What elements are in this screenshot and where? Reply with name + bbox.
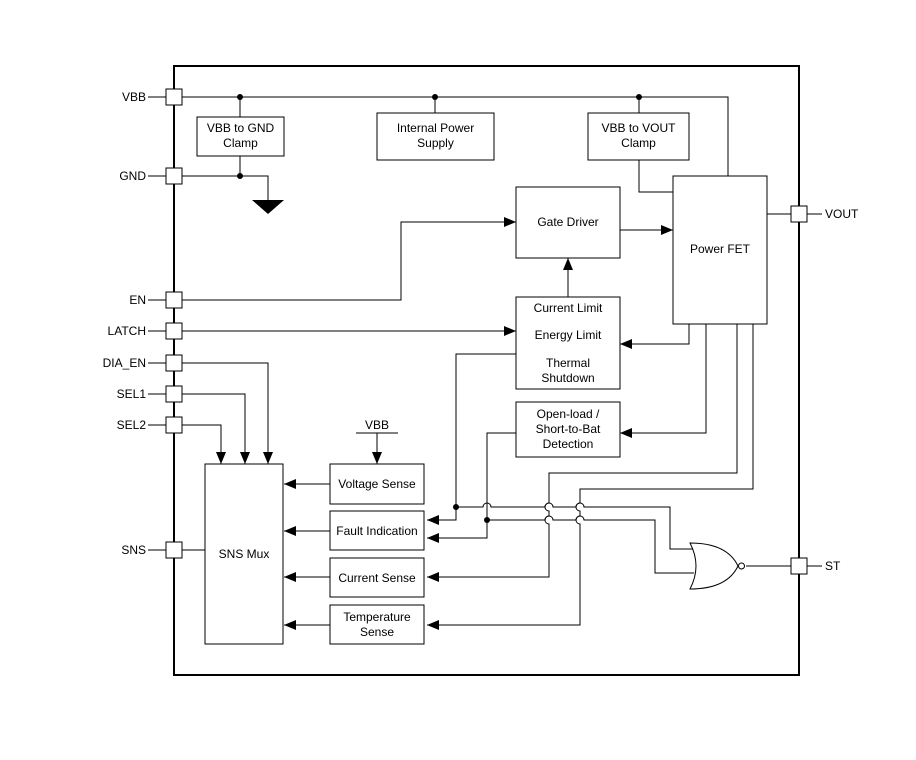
wire-fet-protection — [620, 324, 690, 349]
pin-sel1-label: SEL1 — [117, 387, 147, 401]
junctions — [237, 94, 642, 523]
fault-indication-block: Fault Indication — [329, 510, 425, 551]
pin-en-label: EN — [129, 293, 146, 307]
wire-openload-fault — [427, 432, 516, 543]
wire-sel2 — [182, 424, 226, 464]
junction-dot-icon — [237, 94, 243, 100]
internal-power-supply-line1: Internal Power — [397, 121, 474, 135]
vbb-gnd-clamp-block: VBB to GND Clamp — [196, 116, 285, 157]
internal-power-supply-line2: Supply — [417, 136, 454, 150]
vbb-reference-label: VBB — [365, 418, 389, 432]
open-load-line2: Short-to-Bat — [536, 422, 601, 436]
fault-indication-label: Fault Indication — [336, 524, 417, 538]
pin-dia-en: DIA_EN — [103, 354, 183, 372]
wire-en-gate-driver — [182, 217, 516, 301]
protection-block: Current Limit Energy Limit Thermal Shutd… — [515, 296, 621, 390]
pin-latch: LATCH — [108, 322, 183, 340]
wire-fault-nor-b — [487, 515, 694, 574]
temperature-sense-line1: Temperature — [343, 610, 411, 624]
sns-mux-label: SNS Mux — [219, 547, 270, 561]
junction-dot-icon — [453, 504, 459, 510]
power-fet-block: Power FET — [672, 175, 768, 325]
pin-en: EN — [129, 291, 183, 309]
vbb-gnd-clamp-line1: VBB to GND — [207, 121, 275, 135]
gate-driver-label: Gate Driver — [537, 215, 598, 229]
pin-st: ST — [790, 557, 841, 575]
wire-gnd — [182, 175, 269, 200]
pin-sel2-label: SEL2 — [117, 418, 147, 432]
vbb-rail — [182, 96, 729, 176]
junction-dot-icon — [432, 94, 438, 100]
pin-sel2: SEL2 — [117, 416, 183, 434]
pin-vout: VOUT — [790, 205, 859, 223]
vbb-vout-clamp-block: VBB to VOUT Clamp — [587, 112, 690, 161]
energy-limit-label: Energy Limit — [535, 328, 602, 342]
voltage-sense-block: Voltage Sense — [329, 463, 425, 505]
wires — [182, 96, 791, 630]
temperature-sense-block: Temperature Sense — [329, 604, 425, 645]
gate-driver-block: Gate Driver — [515, 186, 621, 259]
wire-protection-fault — [427, 353, 516, 525]
current-sense-label: Current Sense — [338, 571, 416, 585]
pin-latch-label: LATCH — [108, 324, 146, 338]
current-limit-label: Current Limit — [534, 301, 603, 315]
vbb-gnd-clamp-line2: Clamp — [223, 136, 258, 150]
current-sense-block: Current Sense — [329, 557, 425, 598]
junction-dot-icon — [237, 173, 243, 179]
junction-dot-icon — [484, 517, 490, 523]
sns-mux-block: SNS Mux — [204, 463, 284, 645]
pin-dia-en-label: DIA_EN — [103, 356, 146, 370]
pin-sel1: SEL1 — [117, 385, 183, 403]
pin-st-label: ST — [825, 559, 841, 573]
vbb-vout-clamp-line1: VBB to VOUT — [601, 121, 676, 135]
pin-gnd-label: GND — [119, 169, 146, 183]
pin-sns: SNS — [121, 541, 183, 559]
temperature-sense-line2: Sense — [360, 625, 394, 639]
pin-vbb: VBB — [122, 88, 183, 106]
wire-sel1 — [182, 393, 250, 464]
thermal-shutdown-line2: Shutdown — [541, 371, 594, 385]
vbb-vout-clamp-line2: Clamp — [621, 136, 656, 150]
nor-gate-icon — [689, 542, 745, 590]
internal-power-supply-block: Internal Power Supply — [376, 112, 495, 161]
wire-clamp-fet — [638, 160, 673, 193]
wire-fet-openload — [620, 324, 707, 438]
pin-sns-label: SNS — [121, 543, 146, 557]
open-load-line1: Open-load / — [537, 407, 600, 421]
open-load-block: Open-load / Short-to-Bat Detection — [515, 401, 621, 458]
pin-gnd: GND — [119, 167, 183, 185]
pin-vbb-label: VBB — [122, 90, 146, 104]
open-load-line3: Detection — [543, 437, 594, 451]
wire-dia-en — [182, 362, 273, 464]
voltage-sense-label: Voltage Sense — [338, 477, 416, 491]
wire-fault-nor-a — [456, 502, 694, 550]
pin-vout-label: VOUT — [825, 207, 859, 221]
junction-dot-icon — [636, 94, 642, 100]
ground-icon — [252, 200, 284, 214]
power-fet-label: Power FET — [690, 242, 751, 256]
thermal-shutdown-line1: Thermal — [546, 356, 590, 370]
